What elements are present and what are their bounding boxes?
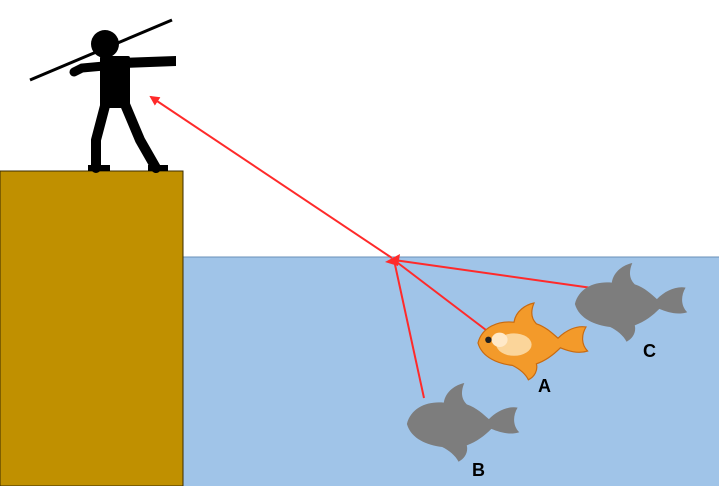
ray-from-fish-b — [393, 259, 425, 399]
label-fish-b: B — [472, 460, 485, 480]
ray-from-fish-c — [393, 259, 593, 289]
ray-to-eye — [149, 95, 393, 259]
refraction-point-arrow — [385, 254, 400, 266]
goldfish-icon — [477, 302, 589, 381]
label-fish-c: C — [643, 341, 656, 361]
light-rays — [149, 95, 593, 399]
cliff — [0, 170, 184, 486]
spear-hunter-icon — [29, 18, 176, 173]
label-fish-a: A — [538, 376, 551, 396]
ray-from-fish-a — [393, 259, 487, 331]
